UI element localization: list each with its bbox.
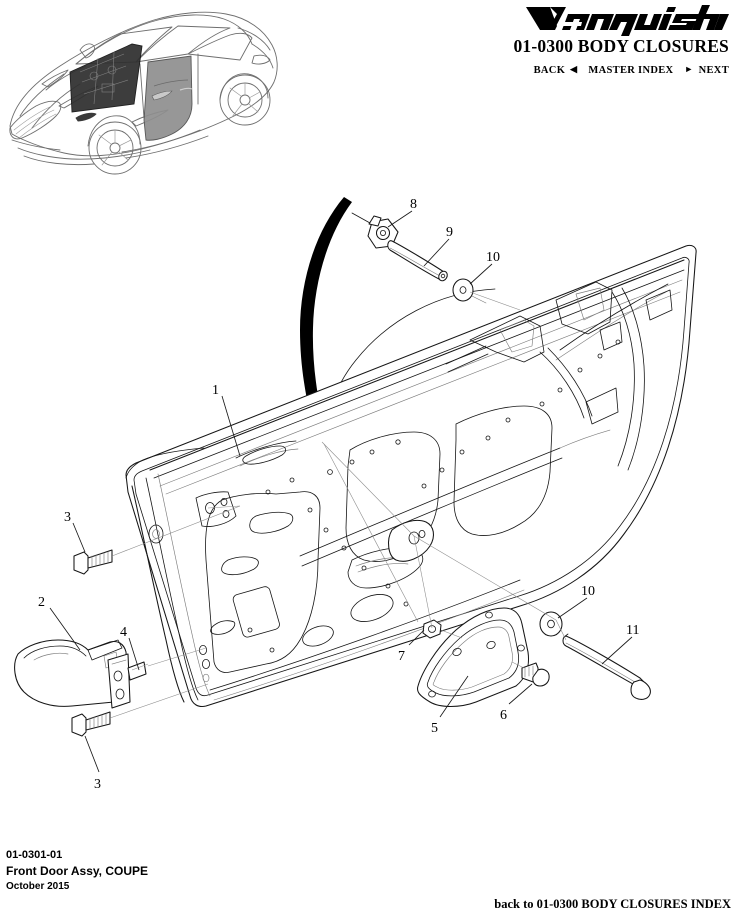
part-2-door-hinge [14, 639, 147, 709]
navigation-bar: BACK ◀ MASTER INDEX ► NEXT [309, 64, 729, 76]
exploded-parts-diagram: .ln { fill:none; stroke:#161616; stroke-… [0, 180, 737, 840]
callout-label: 7 [398, 649, 405, 664]
highlighted-inner-structure [69, 43, 143, 113]
callout-7: 7 [398, 629, 425, 664]
callout-label: 1 [212, 383, 219, 398]
callout-9: 9 [423, 225, 453, 267]
callout-label: 3 [94, 777, 101, 792]
next-arrow-icon[interactable]: ► [684, 64, 694, 74]
assembly-axis-lines [207, 291, 567, 641]
part-3-hinge-bolt-lower [71, 683, 209, 737]
highlighted-door-panel [143, 55, 193, 141]
part-11-long-hinge-pin [562, 633, 651, 700]
callout-label: 8 [410, 197, 417, 212]
callout-label: 2 [38, 595, 45, 610]
callout-label: 10 [486, 250, 500, 265]
page-title: 01-0300 BODY CLOSURES [513, 36, 729, 56]
callout-label: 5 [431, 721, 438, 736]
door-check-strap-assembly [351, 212, 487, 304]
part-5-access-cover-plate [417, 607, 529, 708]
part-9-check-strap [387, 240, 448, 282]
callout-10-lower: 10 [557, 584, 595, 619]
callout-4: 4 [120, 625, 140, 671]
vehicle-locator-thumbnail [2, 0, 284, 180]
callout-2: 2 [38, 595, 81, 651]
vanquish-wordmark-logo [524, 2, 729, 36]
callout-label: 11 [626, 623, 639, 638]
callout-label: 6 [500, 708, 507, 723]
part-10-washer-lower [539, 611, 563, 637]
master-index-link[interactable]: MASTER INDEX [588, 65, 674, 76]
callout-3-upper: 3 [64, 510, 86, 553]
page-header: 01-0300 BODY CLOSURES BACK ◀ MASTER INDEX ►… [0, 0, 737, 185]
part-10-washer-upper [452, 278, 487, 304]
callout-label: 9 [446, 225, 453, 240]
callout-1: 1 [212, 383, 241, 457]
back-link[interactable]: BACK [533, 65, 566, 76]
door-hinge-boss [387, 519, 435, 562]
callout-3-lower: 3 [84, 735, 101, 792]
page-footer: 01-0301-01 Front Door Assy, COUPE Octobe… [0, 840, 737, 921]
callout-label: 10 [581, 584, 595, 599]
back-arrow-icon[interactable]: ◀ [570, 64, 578, 74]
next-link[interactable]: NEXT [698, 65, 729, 76]
part-3-hinge-bolt-upper [73, 505, 241, 575]
part-4-hinge-pin [131, 647, 207, 671]
footer-sheet-info: 01-0301-01 Front Door Assy, COUPE Octobe… [6, 848, 148, 895]
back-to-index-link[interactable]: back to 01-0300 BODY CLOSURES INDEX [494, 897, 731, 911]
callout-10-upper: 10 [469, 250, 500, 285]
callout-6: 6 [500, 683, 533, 723]
sheet-number: 01-0301-01 [6, 849, 63, 861]
callout-label: 3 [64, 510, 71, 525]
part-7-check-strap-nut [422, 619, 463, 639]
sheet-date: October 2015 [6, 881, 70, 892]
part-1-front-door-assembly [125, 244, 697, 707]
callout-11: 11 [601, 623, 639, 665]
callout-8: 8 [387, 197, 417, 228]
callout-5: 5 [431, 675, 469, 736]
part-6-cover-plate-bolt [511, 661, 550, 687]
callout-label: 4 [120, 625, 127, 640]
sheet-title: Front Door Assy, COUPE [6, 863, 149, 878]
callout-group: 1 2 3 4 3 5 6 [38, 197, 639, 792]
